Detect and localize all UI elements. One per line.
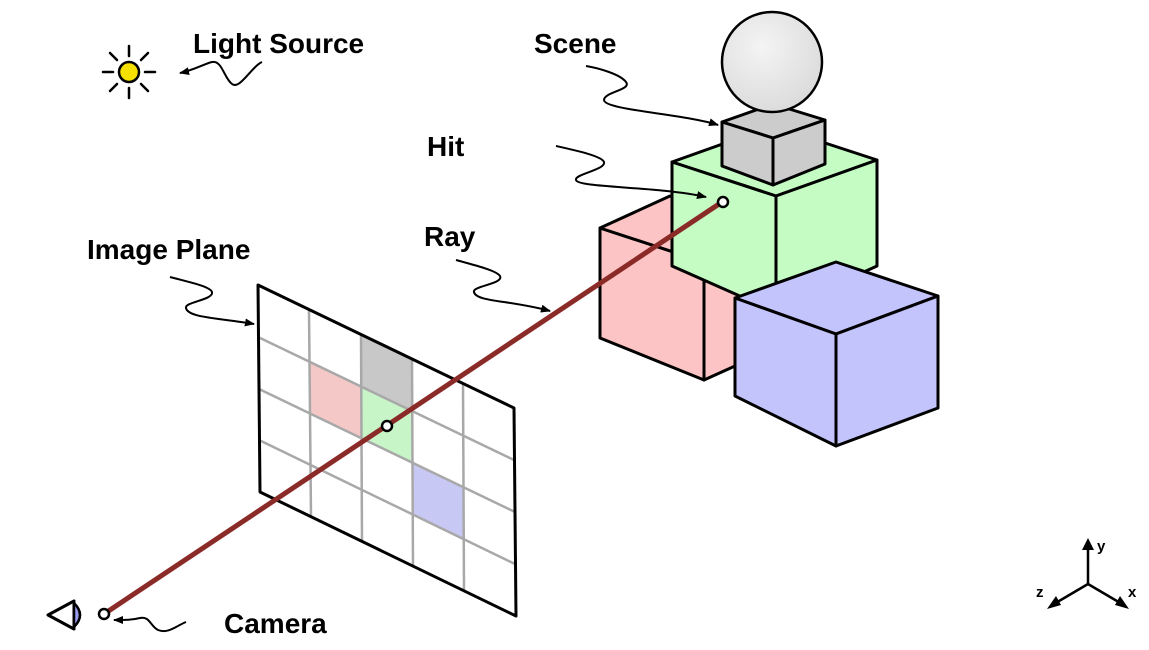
labels: Light Source Scene Hit Ray Image Plane C… bbox=[87, 28, 617, 639]
hit-point bbox=[716, 195, 730, 209]
scene-objects bbox=[598, 10, 940, 448]
scene-label: Scene bbox=[534, 28, 617, 59]
pixel-grid bbox=[257, 309, 516, 592]
axes-icon: y x z bbox=[1036, 538, 1137, 609]
ray-label: Ray bbox=[424, 221, 476, 252]
plane-intersection-point bbox=[380, 419, 394, 433]
callouts bbox=[113, 60, 719, 632]
image-plane-label: Image Plane bbox=[87, 234, 250, 265]
axis-y-label: y bbox=[1097, 538, 1106, 555]
ray-line bbox=[104, 195, 730, 615]
axis-x-label: x bbox=[1128, 584, 1137, 601]
light-source-label: Light Source bbox=[193, 28, 364, 59]
axis-z-label: z bbox=[1036, 584, 1044, 601]
sphere bbox=[720, 10, 824, 114]
gray-box bbox=[720, 102, 827, 187]
image-plane bbox=[256, 283, 518, 618]
hit-label: Hit bbox=[427, 131, 464, 162]
blue-cube bbox=[733, 260, 940, 448]
camera-label: Camera bbox=[224, 608, 327, 639]
eye-icon bbox=[46, 599, 111, 631]
sun-icon bbox=[101, 44, 157, 100]
